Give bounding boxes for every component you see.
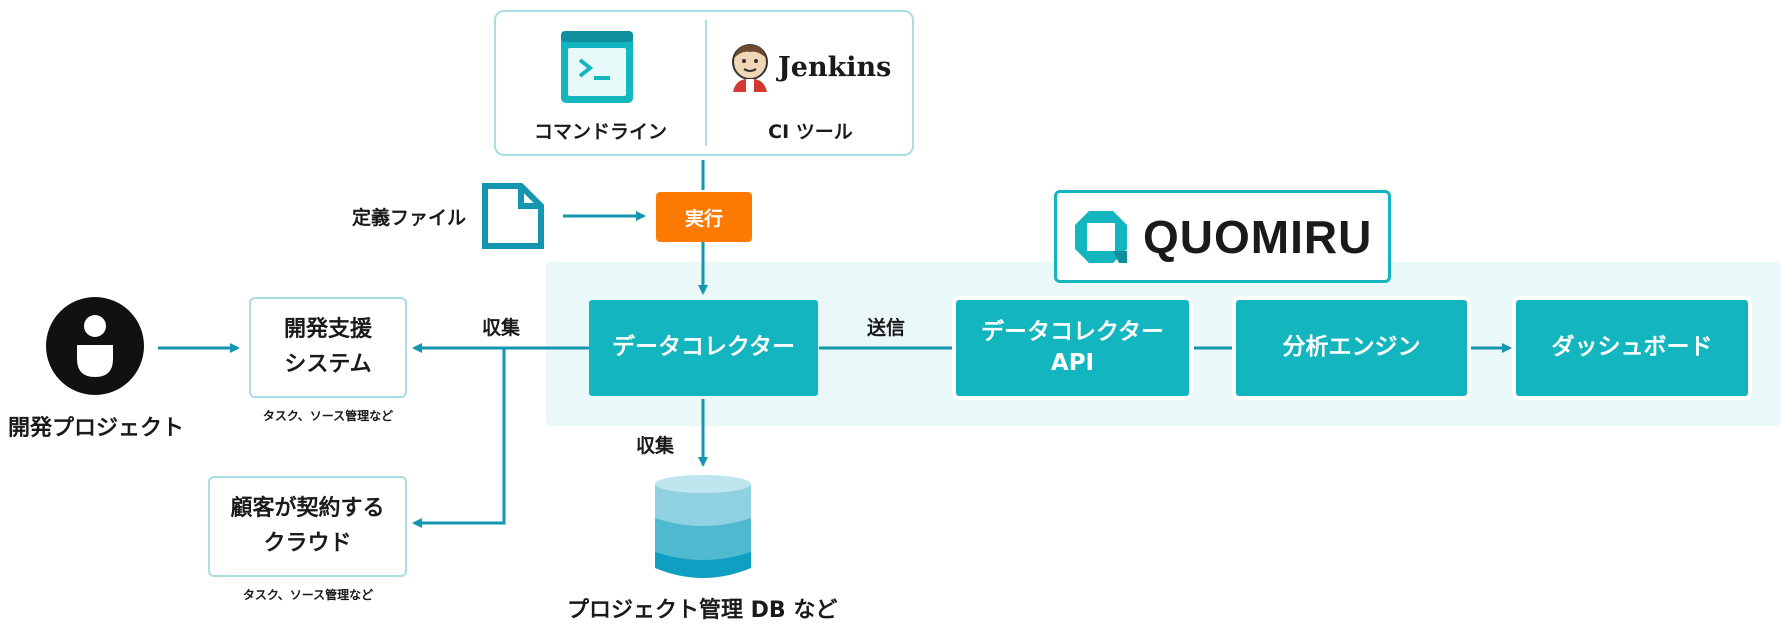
run-box: 実行	[656, 192, 752, 242]
quomiru-wordmark: QUOMIRU	[1143, 210, 1373, 263]
send-label: 送信	[867, 317, 906, 339]
database-label: プロジェクト管理 DB など	[567, 598, 838, 623]
dev-support-system-label: 開発支援 システム	[283, 317, 372, 377]
file-icon	[481, 182, 545, 254]
data-collector-label: データコレクター	[611, 334, 796, 361]
collector-api-box: データコレクター API	[956, 300, 1189, 396]
tools-divider	[705, 20, 707, 146]
tools-box: コマンドライン Jenkins CI ツール	[494, 10, 914, 156]
dashboard-box: ダッシュボード	[1516, 300, 1748, 396]
collector-api-label: データコレクター API	[980, 318, 1165, 376]
quomiru-logo-box: QUOMIRU	[1054, 190, 1391, 283]
dashboard-label: ダッシュボード	[1551, 334, 1713, 361]
dev-support-system-box: 開発支援 システム	[249, 297, 407, 398]
customer-cloud-box: 顧客が契約する クラウド	[208, 476, 407, 577]
definition-file-label: 定義ファイル	[352, 207, 467, 229]
collect-label-left: 収集	[482, 317, 521, 339]
ci-tool-label: CI ツール	[768, 121, 853, 143]
commandline-label: コマンドライン	[533, 121, 667, 143]
jenkins-logo	[728, 42, 772, 98]
quomiru-logo-icon	[1073, 209, 1129, 269]
analysis-engine-box: 分析エンジン	[1236, 300, 1467, 396]
database-icon	[653, 472, 753, 588]
jenkins-wordmark: Jenkins	[778, 52, 892, 83]
arrow-collector-to-cloud	[412, 348, 506, 528]
customer-cloud-label: 顧客が契約する クラウド	[230, 496, 385, 556]
developer-icon	[46, 297, 144, 399]
collect-label-bottom: 収集	[636, 435, 675, 457]
data-collector-box: データコレクター	[589, 300, 818, 396]
developer-label: 開発プロジェクト	[8, 416, 185, 441]
analysis-engine-label: 分析エンジン	[1282, 334, 1421, 361]
dev-support-note: タスク、ソース管理など	[262, 409, 394, 423]
terminal-icon	[560, 30, 634, 108]
customer-cloud-note: タスク、ソース管理など	[242, 588, 374, 602]
